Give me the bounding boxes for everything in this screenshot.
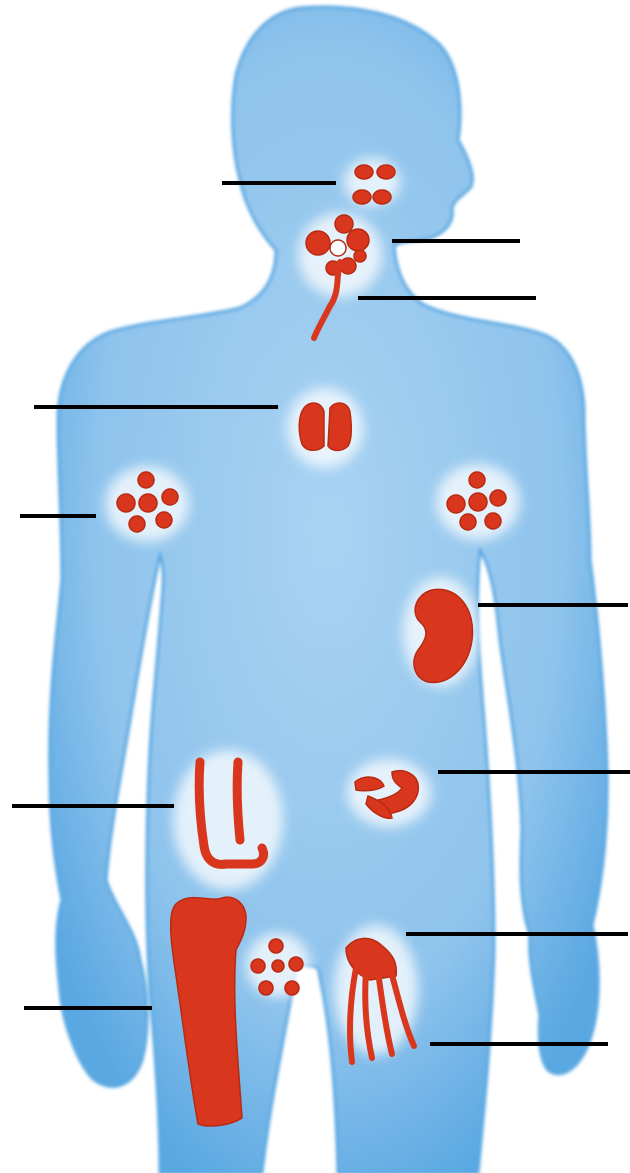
diagram-canvas (0, 0, 630, 1173)
lymphatic-system-diagram (0, 0, 630, 1173)
